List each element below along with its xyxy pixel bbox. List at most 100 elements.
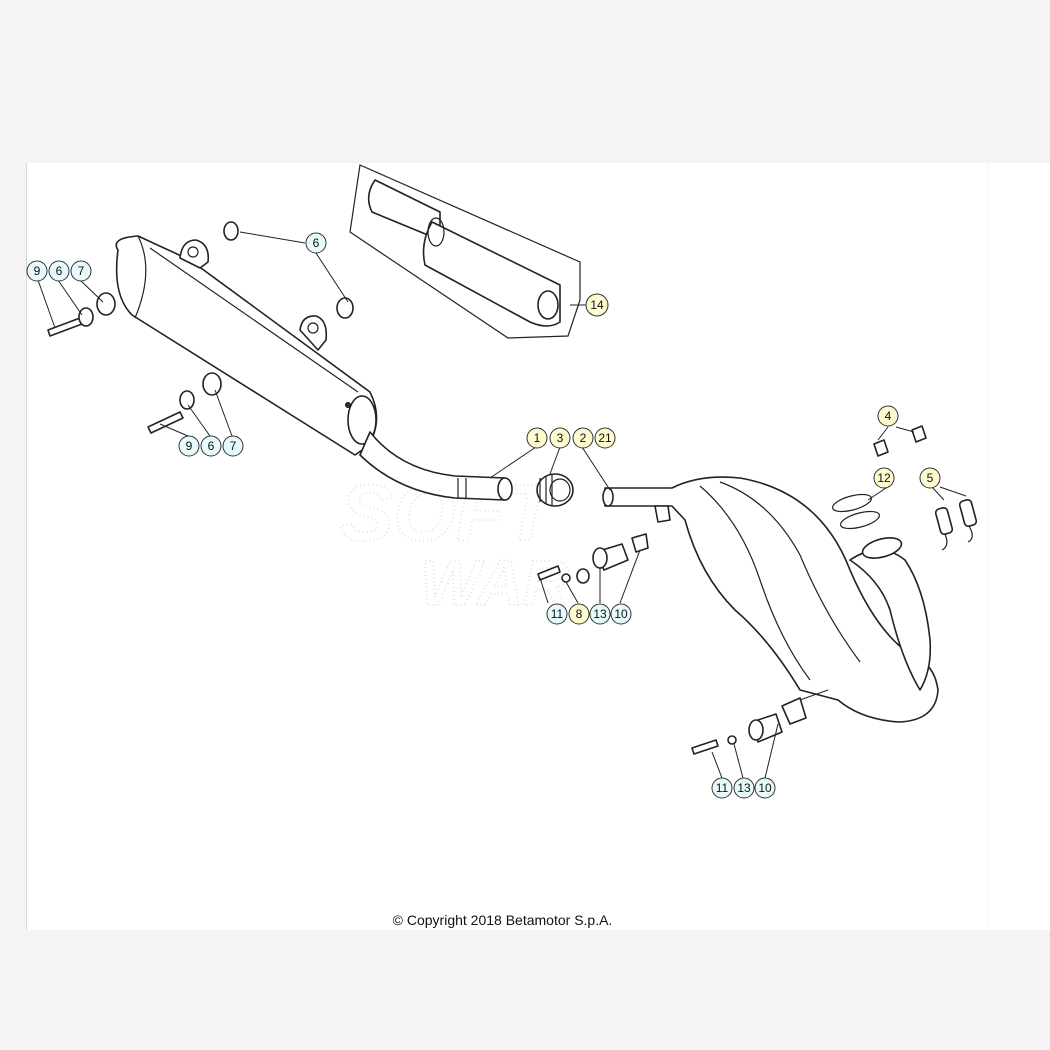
washer-chamber-rear — [727, 735, 737, 745]
callout-circle — [589, 603, 611, 625]
leader-9-6-7-rear — [159, 389, 233, 437]
callout-1[interactable]: 1 — [526, 427, 548, 449]
callout-10-rear[interactable]: 10 — [754, 777, 776, 799]
chamber-headpipe — [849, 549, 932, 691]
callout-circle — [572, 427, 594, 449]
callout-6-front[interactable]: 6 — [48, 260, 70, 282]
callout-8[interactable]: 8 — [568, 603, 590, 625]
callout-circle — [48, 260, 70, 282]
callout-21[interactable]: 21 — [594, 427, 616, 449]
callout-label: 9 — [34, 264, 41, 278]
callout-9-front[interactable]: 9 — [26, 260, 48, 282]
callout-label: 4 — [885, 409, 892, 423]
silencer-outlet-cap — [347, 395, 377, 445]
chamber-mount-tab-rear — [781, 697, 807, 725]
silencer-bracket-front — [179, 239, 210, 269]
link-pipe — [359, 431, 513, 501]
callout-circle — [222, 435, 244, 457]
callout-label: 11 — [551, 607, 564, 621]
callout-4[interactable]: 4 — [877, 405, 899, 427]
callout-label: 14 — [590, 298, 604, 312]
callout-circle — [546, 603, 568, 625]
callouts: 6 9 6 7 9 6 7 14 1 3 2 21 4 12 5 11 8 13… — [26, 232, 941, 799]
callout-14[interactable]: 14 — [585, 293, 609, 317]
callout-circle — [526, 427, 548, 449]
callout-label: 6 — [56, 264, 63, 278]
callout-6-top[interactable]: 6 — [305, 232, 327, 254]
callout-label: 13 — [593, 607, 607, 621]
link-seal-body — [536, 473, 574, 507]
springs — [873, 425, 978, 551]
o-rings — [831, 493, 881, 530]
chamber-inlet-flange — [861, 537, 903, 559]
spring-hook-2 — [911, 425, 927, 443]
silencer-end-cap-line — [134, 235, 147, 319]
washer-top-front — [223, 221, 239, 241]
leader-11-13-10-rear — [711, 723, 779, 779]
callout-circle — [754, 777, 776, 799]
chamber-mounting-hardware-rear — [691, 713, 783, 755]
callout-circle — [200, 435, 222, 457]
leader-11-8-13-10-front — [539, 549, 641, 604]
callout-6-rear[interactable]: 6 — [200, 435, 222, 457]
callout-label: 11 — [716, 781, 729, 795]
link-seal — [536, 473, 574, 507]
callout-circle — [873, 467, 895, 489]
callout-label: 12 — [877, 471, 891, 485]
bolt-chamber-rear — [691, 739, 719, 755]
callout-5[interactable]: 5 — [919, 467, 941, 489]
callout-3[interactable]: 3 — [549, 427, 571, 449]
silencer-body — [115, 235, 378, 456]
callout-label: 6 — [208, 439, 215, 453]
chamber-contour-1 — [699, 485, 811, 681]
washer-top-rear — [336, 297, 354, 319]
spring-ends — [941, 525, 973, 551]
leader-6-top — [239, 231, 349, 303]
callout-label: 10 — [614, 607, 628, 621]
callout-7-front[interactable]: 7 — [70, 260, 92, 282]
callout-circle — [610, 603, 632, 625]
chamber-mounting-hardware-front — [537, 533, 649, 584]
callout-label: 6 — [313, 236, 320, 250]
callout-11-rear[interactable]: 11 — [711, 777, 733, 799]
silentblock-face-front — [592, 547, 608, 569]
callout-circle — [305, 232, 327, 254]
callout-label: 5 — [927, 471, 934, 485]
link-pipe-end — [497, 477, 513, 501]
callout-9-rear[interactable]: 9 — [178, 435, 200, 457]
copyright-notice: © Copyright 2018 Betamotor S.p.A. — [392, 912, 613, 928]
silencer-ridge-line — [149, 247, 359, 393]
callout-11-front[interactable]: 11 — [546, 603, 568, 625]
callout-label: 9 — [186, 439, 193, 453]
callout-13-rear[interactable]: 13 — [733, 777, 755, 799]
leader-chamber-tab — [799, 689, 829, 701]
callout-label: 1 — [534, 431, 541, 445]
silencer-bracket-rear-hole — [307, 322, 319, 334]
leader-lines — [37, 231, 967, 779]
bracket-chamber-front — [631, 533, 649, 553]
spring-1 — [934, 506, 954, 536]
grommet-rear — [202, 372, 222, 396]
washer-chamber-front — [561, 573, 571, 583]
callout-label: 7 — [230, 439, 237, 453]
callout-2[interactable]: 2 — [572, 427, 594, 449]
silentblock-face-rear — [748, 719, 764, 741]
chamber-body — [604, 476, 939, 723]
washer-rear — [179, 390, 195, 410]
callout-label: 13 — [737, 781, 751, 795]
callout-circle — [919, 467, 941, 489]
silencer-bracket-front-hole — [187, 246, 199, 258]
silencer — [115, 235, 378, 456]
callout-label: 3 — [557, 431, 564, 445]
silencer-rivet — [345, 402, 351, 408]
callout-12[interactable]: 12 — [873, 467, 895, 489]
callout-13-front[interactable]: 13 — [589, 603, 611, 625]
packing-roll-end — [537, 290, 559, 320]
spring-2 — [958, 498, 978, 528]
callout-10-front[interactable]: 10 — [610, 603, 632, 625]
callout-7-rear[interactable]: 7 — [222, 435, 244, 457]
packing-roll-right — [422, 221, 561, 327]
callout-circle — [178, 435, 200, 457]
callout-circle — [26, 260, 48, 282]
